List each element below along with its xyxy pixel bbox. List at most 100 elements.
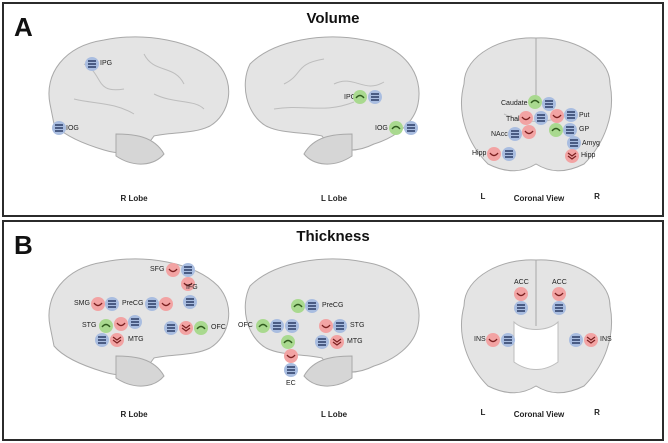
nochange-icon — [167, 324, 175, 332]
caption-coronal: Coronal View — [513, 194, 565, 203]
nochange-icon — [504, 336, 512, 344]
increase-icon — [101, 323, 111, 328]
label-put: Put — [579, 112, 590, 119]
marker-acc-r-decrease — [552, 287, 566, 301]
label-iog-l: IOG — [375, 125, 388, 132]
increase-icon — [551, 127, 561, 132]
decrease-icon — [489, 152, 499, 157]
caption-left: L — [480, 408, 486, 417]
caption-left: L — [480, 192, 486, 201]
nochange-icon — [555, 304, 563, 312]
label-hipp-r: Hipp — [581, 152, 596, 159]
nochange-icon — [98, 336, 106, 344]
decrease-icon — [552, 114, 562, 119]
label-ins-r: INS — [600, 336, 612, 343]
marker-gp-increase — [549, 123, 563, 137]
label-sfg: SFG — [150, 266, 165, 273]
nochange-icon — [371, 93, 379, 101]
increase-icon — [258, 323, 268, 328]
panel-title: Thickness — [296, 228, 370, 245]
marker-ec-increase — [281, 335, 295, 349]
marker-precg-r-decrease — [159, 297, 173, 311]
increase-icon — [196, 325, 206, 330]
marker-sfg-decrease — [166, 263, 180, 277]
caption-r-lobe: R Lobe — [120, 194, 148, 203]
nochange-icon — [186, 298, 194, 306]
nochange-icon — [318, 338, 326, 346]
nochange-icon — [287, 366, 295, 374]
marker-ifg-decrease — [181, 277, 195, 291]
increase-icon — [391, 125, 401, 130]
label-ifg: IFG — [186, 284, 198, 291]
increase-icon — [355, 94, 365, 99]
nochange-icon — [55, 124, 63, 132]
left-lobe-brain — [244, 36, 420, 165]
label-precg-l: PreCG — [322, 302, 344, 309]
marker-caudate-increase — [528, 95, 542, 109]
label-nacc: NAcc — [491, 131, 508, 138]
decrease-icon — [168, 268, 178, 273]
nochange-icon — [505, 150, 513, 158]
nochange-icon — [407, 124, 415, 132]
label-precg-r: PreCG — [122, 300, 144, 307]
decrease-icon — [286, 354, 296, 359]
marker-ec-decrease — [284, 349, 298, 363]
label-ofc-r: OFC — [211, 324, 226, 331]
panel-b: B Thickness — [2, 220, 664, 441]
caption-right: R — [594, 192, 600, 201]
marker-ofc-r-increase — [194, 321, 208, 335]
marker-stg-r-increase — [99, 319, 113, 333]
nochange-icon — [308, 302, 316, 310]
caption-r-lobe: R Lobe — [120, 410, 148, 419]
marker-ofc-l-increase — [256, 319, 270, 333]
coronal-view — [461, 259, 613, 394]
nochange-icon — [537, 114, 545, 122]
marker-thal-l — [519, 111, 533, 125]
strong-decrease-icon — [586, 336, 596, 344]
nochange-icon — [572, 336, 580, 344]
decrease-icon — [321, 324, 331, 329]
panel-title: Volume — [306, 10, 360, 27]
nochange-icon — [184, 266, 192, 274]
nochange-icon — [566, 126, 574, 134]
strong-decrease-icon — [181, 324, 191, 332]
nochange-icon — [108, 300, 116, 308]
marker-thal-r — [550, 109, 564, 123]
label-stg-l: STG — [350, 322, 365, 329]
increase-icon — [530, 99, 540, 104]
nochange-icon — [567, 111, 575, 119]
strong-decrease-icon — [112, 336, 122, 344]
strong-decrease-icon — [567, 152, 577, 160]
nochange-icon — [288, 322, 296, 330]
nochange-icon — [545, 100, 553, 108]
decrease-icon — [521, 116, 531, 121]
label-hipp-l: Hipp — [472, 150, 487, 157]
nochange-icon — [273, 322, 281, 330]
increase-icon — [283, 339, 293, 344]
decrease-icon — [183, 282, 193, 287]
label-gp: GP — [579, 126, 590, 133]
marker-ipg-l-increase — [353, 90, 367, 104]
nochange-icon — [511, 130, 519, 138]
nochange-icon — [570, 139, 578, 147]
marker-precg-l-increase — [291, 299, 305, 313]
caption-right: R — [594, 408, 600, 417]
increase-icon — [293, 303, 303, 308]
caption-l-lobe: L Lobe — [320, 410, 348, 419]
caption-coronal: Coronal View — [513, 410, 565, 419]
label-smg: SMG — [74, 300, 90, 307]
panel-a: A Volume IPG IOG IPG IOG Caudate Thal NA… — [2, 2, 664, 217]
marker-ins-l-decrease — [486, 333, 500, 347]
volume-markers — [52, 57, 581, 163]
decrease-icon — [524, 130, 534, 135]
label-ipg-l: IPG — [344, 94, 357, 101]
marker-acc-l-decrease — [514, 287, 528, 301]
label-amyg: Amyg — [582, 140, 600, 147]
marker-stg-r-decrease — [114, 317, 128, 331]
marker-nacc-decrease — [522, 125, 536, 139]
label-iog-r: IOG — [66, 125, 79, 132]
nochange-icon — [148, 300, 156, 308]
panel-letter: B — [14, 230, 33, 260]
label-ins-l: INS — [474, 336, 486, 343]
label-caudate: Caudate — [501, 100, 528, 107]
